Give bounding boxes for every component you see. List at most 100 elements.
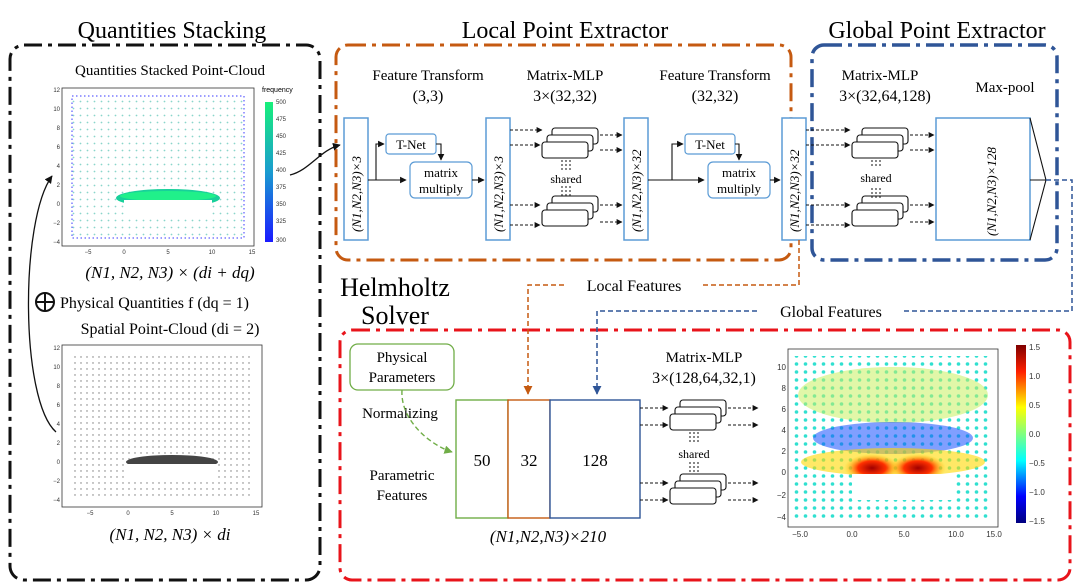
result-colorbar: 1.5 1.0 0.5 0.0 −0.5 −1.0 −1.5 bbox=[1016, 343, 1045, 526]
result-xtick: 10.0 bbox=[948, 530, 964, 539]
top-ytick: −2 bbox=[53, 221, 61, 227]
bottom-ytick: 6 bbox=[57, 403, 61, 409]
matmul2-label-b: multiply bbox=[717, 181, 762, 196]
matmul1-label-b: multiply bbox=[419, 181, 464, 196]
block-32-label: 32 bbox=[521, 451, 538, 470]
stacking-arrow bbox=[27, 175, 57, 433]
result-ytick: 6 bbox=[782, 405, 787, 414]
ft2-dims: (32,32) bbox=[692, 88, 739, 105]
global-mlp-stack-bottom bbox=[851, 195, 909, 227]
solver-mlp-stack-top bbox=[669, 399, 727, 431]
bottom-shape-formula: (N1, N2, N3) × di bbox=[109, 525, 230, 544]
result-ytick: 8 bbox=[782, 384, 787, 393]
local-features-label: Local Features bbox=[587, 278, 682, 295]
bottom-ytick: 4 bbox=[57, 422, 61, 428]
result-xtick: 15.0 bbox=[986, 530, 1002, 539]
result-cbar-tick: −1.5 bbox=[1029, 517, 1045, 526]
bottom-ytick: 0 bbox=[57, 460, 61, 466]
bottom-xtick: 15 bbox=[253, 511, 260, 517]
ft1-title: Feature Transform bbox=[372, 68, 484, 84]
result-cbar-tick: −1.0 bbox=[1029, 488, 1045, 497]
bottom-ytick: −2 bbox=[53, 479, 61, 485]
concat-shape-label: (N1,N2,N3)×210 bbox=[490, 527, 607, 546]
result-ytick: 4 bbox=[782, 426, 787, 435]
freq-tick: 425 bbox=[276, 151, 287, 157]
top-ytick: 6 bbox=[57, 145, 61, 151]
top-xtick: −5 bbox=[85, 250, 93, 256]
local-mlp-title: Matrix-MLP bbox=[527, 68, 604, 84]
global-title: Global Point Extractor bbox=[828, 18, 1045, 44]
freq-tick: 400 bbox=[276, 168, 287, 174]
input-tensor-label: (N1,N2,N3)×3 bbox=[349, 156, 364, 232]
freq-tick: 325 bbox=[276, 219, 287, 225]
oplus-icon bbox=[35, 292, 55, 312]
top-ytick: 12 bbox=[53, 88, 60, 94]
global-out-tensor bbox=[935, 117, 1031, 241]
bottom-ytick: 2 bbox=[57, 441, 61, 447]
global-mlp-title: Matrix-MLP bbox=[842, 68, 919, 84]
solver-shared-label: shared bbox=[678, 447, 709, 461]
maxpool-funnel bbox=[1029, 117, 1047, 241]
top-ytick: 4 bbox=[57, 164, 61, 170]
solver-title-2: Solver bbox=[361, 301, 429, 330]
result-cbar-tick: −0.5 bbox=[1029, 459, 1045, 468]
top-ytick: 10 bbox=[53, 107, 60, 113]
result-xtick: 5.0 bbox=[898, 530, 910, 539]
top-xtick: 5 bbox=[166, 250, 170, 256]
physical-params-2: Parameters bbox=[369, 370, 436, 386]
input-tensor bbox=[343, 117, 369, 241]
colorbar-label: frequency bbox=[262, 87, 293, 94]
matmul1-label-a: matrix bbox=[424, 165, 458, 180]
global-mlp-stack-top bbox=[851, 127, 909, 159]
stacking-title: Quantities Stacking bbox=[78, 18, 267, 44]
freq-tick: 475 bbox=[276, 117, 287, 123]
global-features-label: Global Features bbox=[780, 304, 882, 321]
block-50-label: 50 bbox=[474, 451, 491, 470]
local-shared-label: shared bbox=[550, 172, 581, 186]
parametric-2: Features bbox=[377, 488, 428, 504]
tnet1-label: T-Net bbox=[396, 137, 426, 152]
solver-mlp-dims: 3×(128,64,32,1) bbox=[652, 370, 756, 387]
top-ytick: 0 bbox=[57, 202, 61, 208]
freq-tick: 350 bbox=[276, 202, 287, 208]
result-field-plot: 10 8 6 4 2 0 −2 −4 −5.0 0.0 5.0 10.0 15.… bbox=[777, 348, 1002, 539]
freq-tick: 300 bbox=[276, 238, 287, 244]
top-ytick: 8 bbox=[57, 126, 61, 132]
block-128-label: 128 bbox=[582, 451, 608, 470]
result-cbar-tick: 1.0 bbox=[1029, 372, 1041, 381]
bottom-xtick: 0 bbox=[126, 511, 130, 517]
result-xtick: 0.0 bbox=[846, 530, 858, 539]
bottom-ytick: −4 bbox=[53, 498, 61, 504]
physical-params-1: Physical bbox=[377, 350, 428, 366]
stacking-frame bbox=[8, 43, 322, 582]
global-block bbox=[549, 399, 641, 519]
top-plot-title: Quantities Stacked Point-Cloud bbox=[75, 63, 265, 79]
global-features-link bbox=[592, 179, 1073, 395]
local-block bbox=[507, 399, 551, 519]
freq-tick: 450 bbox=[276, 134, 287, 140]
matmul2-label-a: matrix bbox=[722, 165, 756, 180]
result-ytick: 10 bbox=[777, 363, 786, 372]
spatial-title: Spatial Point-Cloud (di = 2) bbox=[81, 321, 260, 338]
after-t2-tensor bbox=[781, 117, 807, 241]
spatial-point-cloud-plot: 12 10 8 6 4 2 0 −2 −4 −5 0 5 10 15 bbox=[53, 344, 263, 517]
global-frame bbox=[810, 43, 1059, 262]
stacked-point-cloud-plot: 12 10 8 6 4 2 0 −2 −4 −5 0 5 10 15 bbox=[53, 87, 256, 256]
top-shape-formula: (N1, N2, N3) × (di + dq) bbox=[85, 263, 255, 282]
local-mlp-stack-top bbox=[541, 127, 599, 159]
after-t2-label: (N1,N2,N3)×32 bbox=[787, 149, 802, 232]
ft2-title: Feature Transform bbox=[659, 68, 771, 84]
result-ytick: −2 bbox=[777, 491, 787, 500]
solver-mlp-title: Matrix-MLP bbox=[666, 350, 743, 366]
bottom-ytick: 12 bbox=[53, 346, 60, 352]
top-xtick: 10 bbox=[209, 250, 216, 256]
top-xtick: 15 bbox=[249, 250, 256, 256]
top-xtick: 0 bbox=[122, 250, 126, 256]
bottom-ytick: 10 bbox=[53, 365, 60, 371]
freq-tick: 500 bbox=[276, 100, 287, 106]
after-t1-tensor bbox=[485, 117, 511, 241]
parametric-1: Parametric bbox=[370, 468, 435, 484]
global-mlp-dims: 3×(32,64,128) bbox=[839, 88, 931, 105]
solver-title-1: Helmholtz bbox=[340, 273, 450, 302]
